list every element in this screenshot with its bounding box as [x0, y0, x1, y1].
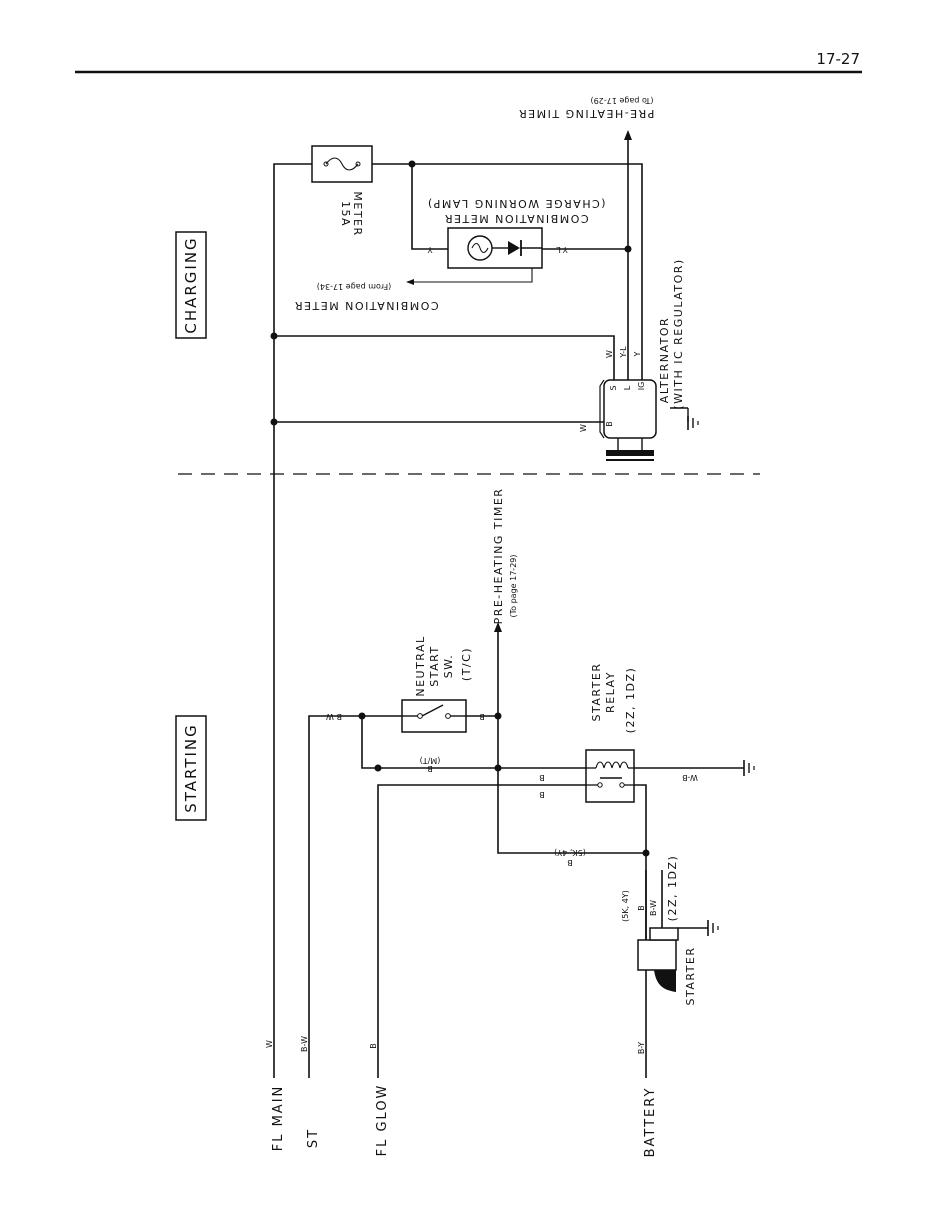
- ground-icon: [707, 920, 719, 936]
- starting-title: STARTING: [182, 723, 200, 813]
- combination-meter-label: COMBINATION METER: [293, 299, 438, 312]
- terminal-fl-glow: FL GLOW: [375, 1084, 390, 1157]
- wire-color-label: W: [579, 424, 588, 432]
- section-charging: CHARGING: [175, 231, 207, 339]
- fuse-name-label: METER: [351, 191, 364, 236]
- combination-meter-ref: (From page 17-34): [317, 282, 391, 291]
- terminal-st: ST: [306, 1128, 321, 1148]
- starter-relay: [585, 749, 635, 803]
- wire-note-label: (M/T): [420, 756, 441, 765]
- wire-color-label: B: [427, 764, 433, 773]
- neutral-switch-label: START: [428, 645, 441, 686]
- wire-color-label: Y: [633, 351, 642, 357]
- starter-motor: [637, 870, 679, 992]
- wire-color-label: W: [265, 1040, 274, 1048]
- pre-heating-mid-label: PRE-HEATING TIMER: [492, 488, 505, 625]
- meter-y-wire: [411, 164, 448, 250]
- fuse-amps-label: 15A: [339, 201, 352, 227]
- wire-color-label: B: [539, 790, 545, 799]
- fuse-15a-meter: [311, 145, 373, 183]
- wire-color-label: B: [479, 712, 485, 721]
- terminal-fl-main: FL MAIN: [271, 1085, 286, 1152]
- wire-color-label: Y-L: [619, 346, 628, 359]
- pre-heating-top-label: PRE-HEATING TIMER: [518, 107, 655, 120]
- mt-wire: [361, 716, 586, 769]
- ig-wire: [372, 163, 643, 380]
- wire-color-label: B: [637, 905, 646, 911]
- alternator-pin-label: IG: [637, 382, 646, 391]
- combination-meter-lamp-label: COMBINATION METER: [443, 212, 588, 225]
- ground-icon: [670, 407, 699, 430]
- fl-glow-wire: [377, 784, 586, 1078]
- wire-color-label: Y-L: [556, 245, 569, 254]
- wire-color-label: B: [567, 858, 573, 867]
- wire-color-label: B-W: [649, 900, 658, 916]
- ground-icon: [743, 760, 755, 776]
- alt-l-wire: [542, 248, 629, 380]
- alternator-pin-label: S: [609, 385, 618, 390]
- fl-main-wire: [273, 163, 312, 1078]
- wire-color-label: B: [369, 1043, 378, 1049]
- wire-color-label: B-Y: [637, 1042, 646, 1054]
- starter-relay-label: (2Z, 1DZ): [624, 667, 637, 734]
- pre-heating-top-ref: (To page 17-29): [591, 96, 654, 105]
- starter-variant-label: (2Z, 1DZ): [666, 855, 679, 922]
- relay-feed-wire: [497, 630, 646, 854]
- alternator: [599, 379, 657, 461]
- neutral-switch-label: (T/C): [460, 647, 473, 681]
- alternator-label: ALTERNATOR: [658, 317, 671, 403]
- neutral-switch-label: NEUTRAL: [414, 635, 427, 696]
- page-number: 17-27: [816, 50, 860, 68]
- wire-color-label: Y: [427, 245, 433, 254]
- starter-name-label: STARTER: [684, 946, 697, 1005]
- st-wire: [308, 715, 402, 1078]
- terminal-battery: BATTERY: [643, 1087, 658, 1158]
- alternator-pin-label: B: [605, 421, 614, 427]
- alternator-label: (WITH IC REGULATOR): [672, 258, 685, 409]
- wire-color-label: B: [539, 773, 545, 782]
- alternator-pin-label: L: [623, 385, 632, 390]
- alt-s-wire: [274, 335, 615, 380]
- pre-heating-mid-ref: (To page 17-29): [509, 555, 518, 618]
- wire-color-label: B-W: [300, 1036, 309, 1052]
- combination-meter-lamp-label: (CHARGE WORNING LAMP): [426, 197, 605, 210]
- neutral-start-switch: [401, 699, 467, 733]
- starter-variant-label: (5K, 4Y): [621, 890, 630, 922]
- wire-color-label: W-B: [682, 773, 698, 782]
- starter-relay-label: RELAY: [604, 671, 617, 713]
- charging-title: CHARGING: [182, 236, 200, 333]
- starter-relay-label: STARTER: [590, 662, 603, 721]
- wire-color-label: W: [605, 350, 614, 358]
- neutral-switch-label: SW.: [442, 654, 455, 679]
- wire-color-label: B-W: [326, 712, 342, 721]
- section-starting: STARTING: [175, 715, 207, 821]
- wire-note-label: (5K, 4Y): [554, 848, 586, 857]
- battery-wire: [634, 784, 647, 1078]
- charge-warning-lamp: [447, 227, 543, 269]
